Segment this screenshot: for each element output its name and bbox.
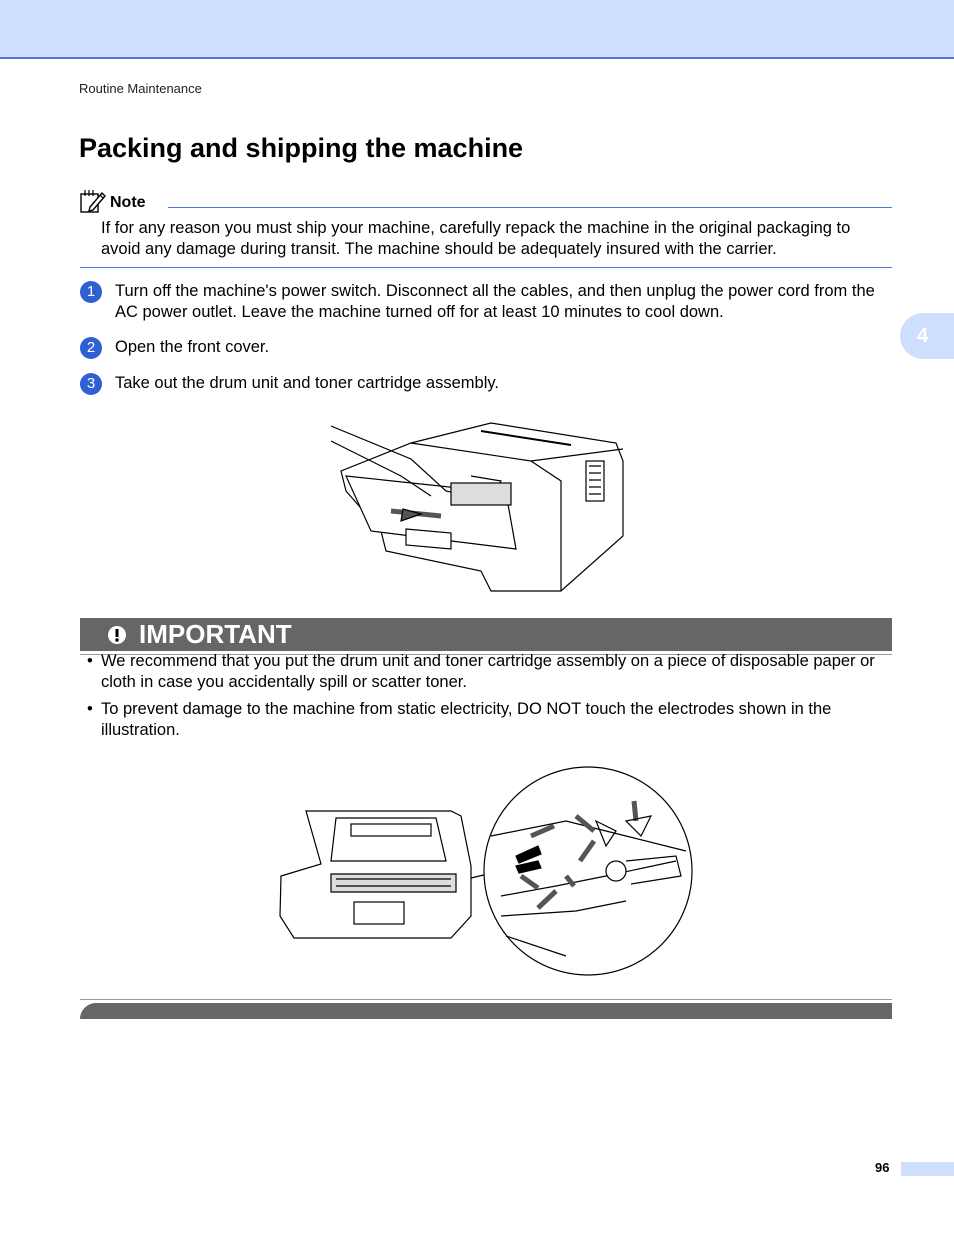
note-label: Note <box>110 194 146 211</box>
electrodes-illustration <box>279 766 693 976</box>
step-text: Open the front cover. <box>115 338 270 356</box>
step-number-badge: 1 <box>80 281 102 303</box>
bullet-dot: • <box>87 652 93 670</box>
header-band <box>0 0 954 59</box>
note-pencil-icon <box>80 190 106 213</box>
important-banner: IMPORTANT <box>80 618 892 655</box>
page-number: 96 <box>875 1160 890 1175</box>
note-rule <box>168 207 892 208</box>
note-bottom-rule <box>80 267 892 268</box>
step-number-badge: 2 <box>80 337 102 359</box>
bullet-text: To prevent damage to the machine from st… <box>101 700 832 739</box>
note-text: If for any reason you must ship your mac… <box>101 219 851 258</box>
important-label: IMPORTANT <box>139 619 292 649</box>
step-text: Turn off the machine's power switch. Dis… <box>115 282 875 321</box>
section-end-rule <box>80 999 892 1000</box>
page-number-tab <box>901 1162 954 1176</box>
step-text: Take out the drum unit and toner cartrid… <box>115 374 499 392</box>
important-underline <box>80 651 892 655</box>
bullet-text: We recommend that you put the drum unit … <box>101 652 875 691</box>
chapter-number: 4 <box>917 325 929 347</box>
section-end-bar <box>80 1003 892 1019</box>
note-header: Note <box>80 190 892 213</box>
page-title: Packing and shipping the machine <box>79 133 524 163</box>
breadcrumb: Routine Maintenance <box>79 81 202 96</box>
step-number-badge: 3 <box>80 373 102 395</box>
printer-drum-removal-illustration <box>331 422 624 592</box>
chapter-tab[interactable]: 4 <box>900 313 954 359</box>
bullet-dot: • <box>87 700 93 718</box>
exclamation-icon <box>108 626 126 644</box>
